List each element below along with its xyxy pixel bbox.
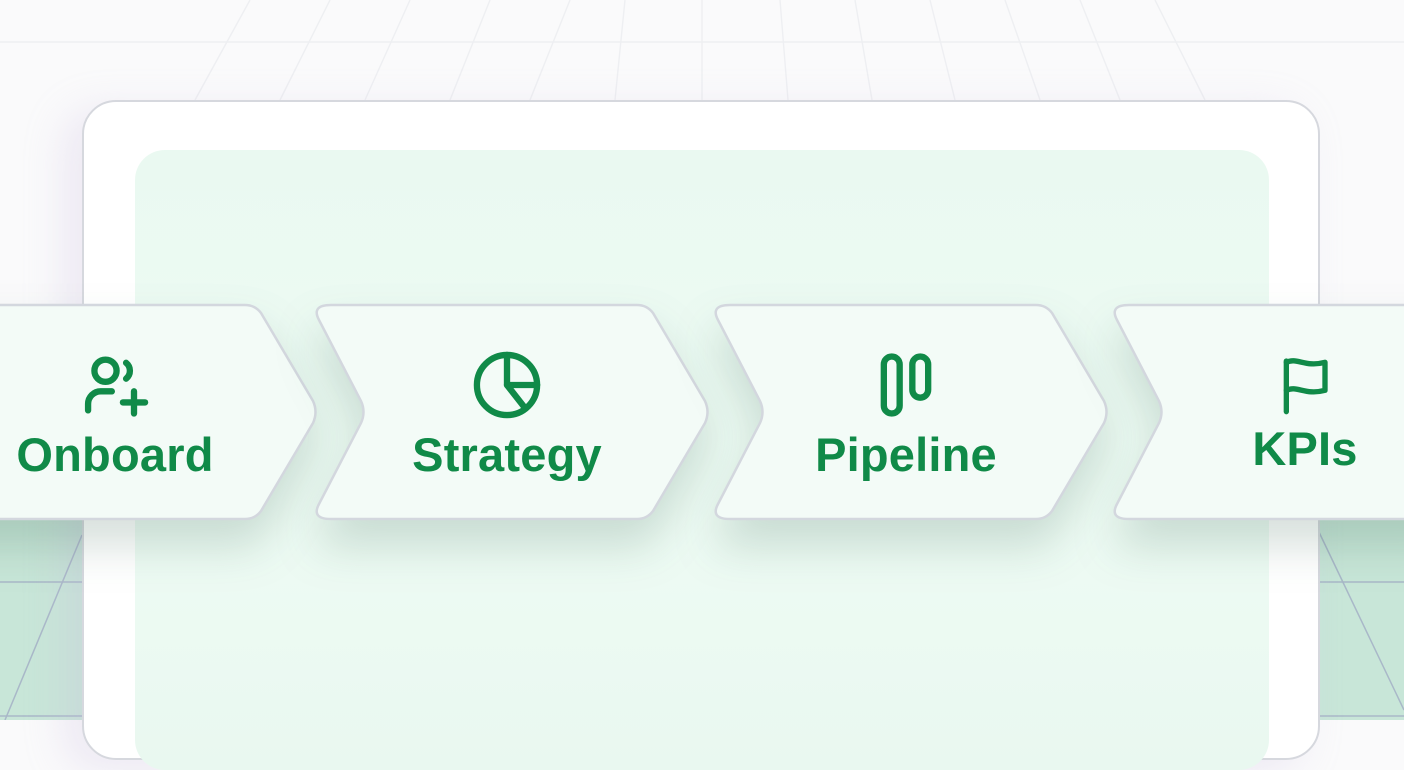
chevron-card-shape (714, 303, 1108, 521)
stage-label: Strategy (412, 427, 602, 481)
chevron-card-shape (1113, 303, 1404, 521)
pipeline-steps: Onboard Strategy Pipeline (0, 303, 1404, 521)
stage-pipeline[interactable]: Pipeline (706, 303, 1151, 521)
stage-onboard[interactable]: Onboard (0, 303, 360, 521)
stage-label: KPIs (1252, 421, 1358, 475)
columns-icon (880, 352, 932, 417)
stage-label: Pipeline (815, 427, 997, 481)
stage-label: Onboard (16, 427, 214, 481)
background-grid (0, 0, 1404, 720)
user-plus-icon (84, 356, 149, 417)
pie-chart-icon (473, 351, 541, 418)
stage-strategy[interactable]: Strategy (307, 303, 752, 521)
chevron-card-shape (0, 303, 317, 521)
stage-kpis[interactable]: KPIs (1105, 303, 1404, 521)
flag-icon (1283, 357, 1328, 414)
